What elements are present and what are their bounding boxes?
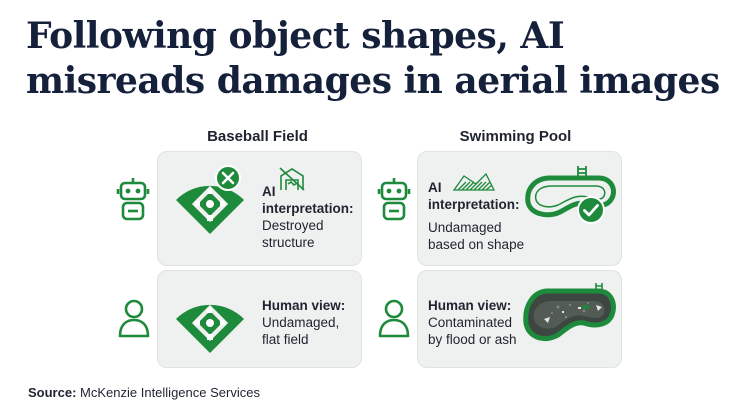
human-view-label: Human view: <box>428 298 512 313</box>
baseball-field-icon <box>176 304 244 353</box>
card-baseball-human: Human view: Undamaged, flat field <box>157 270 362 368</box>
human-view-value: Undamaged, flat field <box>262 315 340 347</box>
rubble-icon <box>452 172 496 191</box>
human-view-value: Contaminated by flood or ash <box>428 315 517 347</box>
card-pool-human: Human view: Contaminated by flood or ash <box>417 270 622 368</box>
person-icon <box>118 299 150 338</box>
contaminated-pool-icon <box>523 283 616 341</box>
check-circle-icon <box>577 196 605 224</box>
ai-interpretation-value: Destroyed structure <box>262 218 324 250</box>
robot-icon <box>116 178 150 221</box>
swimming-pool-icon <box>525 166 616 218</box>
source-label: Source: <box>28 385 77 400</box>
ai-interpretation-label: AI interpretation: <box>262 184 354 216</box>
card-pool-ai: AI interpretation: Undamaged based on sh… <box>417 151 622 266</box>
human-view-label: Human view: <box>262 298 346 313</box>
baseball-field-icon <box>176 185 244 234</box>
ai-interpretation-value: Undamaged based on shape <box>428 220 525 252</box>
person-icon <box>378 299 410 338</box>
ai-interpretation-label: AI interpretation: <box>428 180 520 212</box>
source-value: McKenzie Intelligence Services <box>80 385 260 400</box>
robot-icon <box>377 178 411 221</box>
damaged-building-icon <box>279 167 305 191</box>
column-heading-baseball: Baseball Field <box>207 128 308 145</box>
page-title: Following object shapes, AI misreads dam… <box>26 15 720 102</box>
source-note: Source: McKenzie Intelligence Services <box>28 385 260 400</box>
card-baseball-ai: AI interpretation: Destroyed structure <box>157 151 362 266</box>
x-circle-icon <box>215 165 241 191</box>
column-heading-pool: Swimming Pool <box>459 128 572 145</box>
